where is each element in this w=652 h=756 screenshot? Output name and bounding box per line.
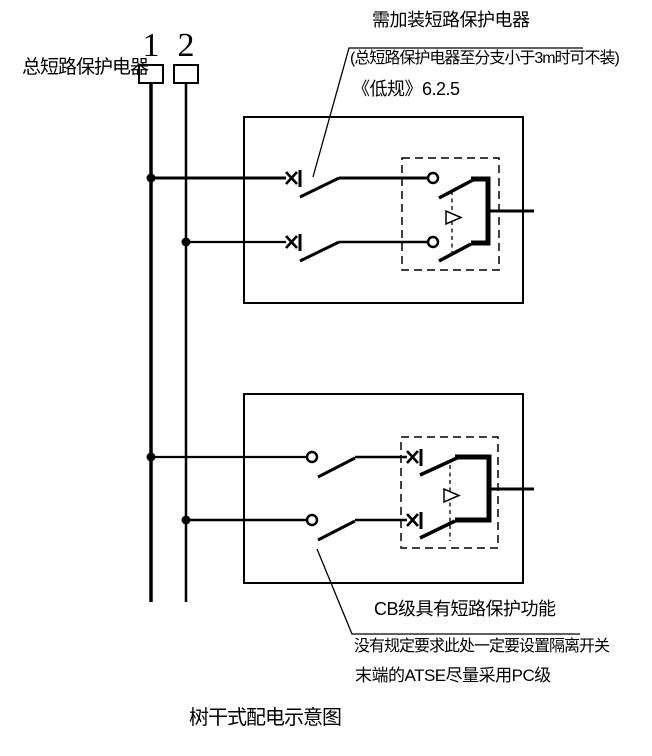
- lower-unit-box: [243, 393, 524, 584]
- main-breaker-label: 总短路保护电器: [22, 57, 149, 78]
- junction-dot: [146, 173, 191, 525]
- top-annotation-code-ref: 《低规》6.2.5: [352, 79, 460, 99]
- atse-blade-top: [419, 456, 458, 477]
- switch-blade-icon: [299, 176, 340, 199]
- bus-number-2: 2: [177, 27, 195, 64]
- lower-feeder-1: [151, 449, 458, 479]
- lower-atse-common-bar: [455, 454, 492, 523]
- open-contact-icon: [426, 235, 440, 249]
- lower-auto-transfer-icon: [443, 465, 461, 541]
- upper-feeder-2: [186, 234, 472, 263]
- atse-blade-bottom: [419, 519, 456, 540]
- top-annotation-title: 需加装短路保护电器: [372, 10, 530, 30]
- breaking-point-icon: [406, 512, 423, 529]
- atse-blade-bottom: [438, 242, 472, 263]
- bottom-annotation-title: CB级具有短路保护功能: [374, 599, 556, 619]
- switch-blade-icon: [317, 519, 356, 542]
- bottom-annotation-note-2: 末端的ATSE尽量采用PC级: [355, 666, 551, 685]
- breaking-point-icon: [285, 170, 302, 187]
- top-annotation-note: (总短路保护电器至分支小于3m时可不装): [350, 50, 620, 67]
- open-contact-icon: [305, 450, 319, 464]
- atse-blade-top: [438, 178, 474, 200]
- open-contact-icon: [305, 513, 319, 527]
- upper-atse-common-bar: [471, 176, 491, 246]
- diagram-caption: 树干式配电示意图: [189, 707, 342, 729]
- bottom-annotation-note-1: 没有规定要求此处一定要设置隔离开关: [354, 638, 610, 655]
- bottom-annotation-leader: [316, 548, 580, 635]
- breaking-point-icon: [406, 449, 423, 466]
- top-annotation-leader: [312, 47, 583, 178]
- breaking-point-icon: [285, 234, 302, 251]
- open-contact-icon: [426, 171, 440, 185]
- upper-auto-transfer-icon: [445, 191, 463, 256]
- lower-feeder-2: [186, 512, 456, 542]
- main-breaker-box-2: [173, 64, 199, 84]
- upper-unit-box: [243, 116, 524, 304]
- switch-blade-icon: [317, 456, 356, 479]
- bus-number-1: 1: [142, 27, 160, 64]
- switch-blade-icon: [299, 240, 340, 263]
- upper-feeder-1: [151, 170, 474, 200]
